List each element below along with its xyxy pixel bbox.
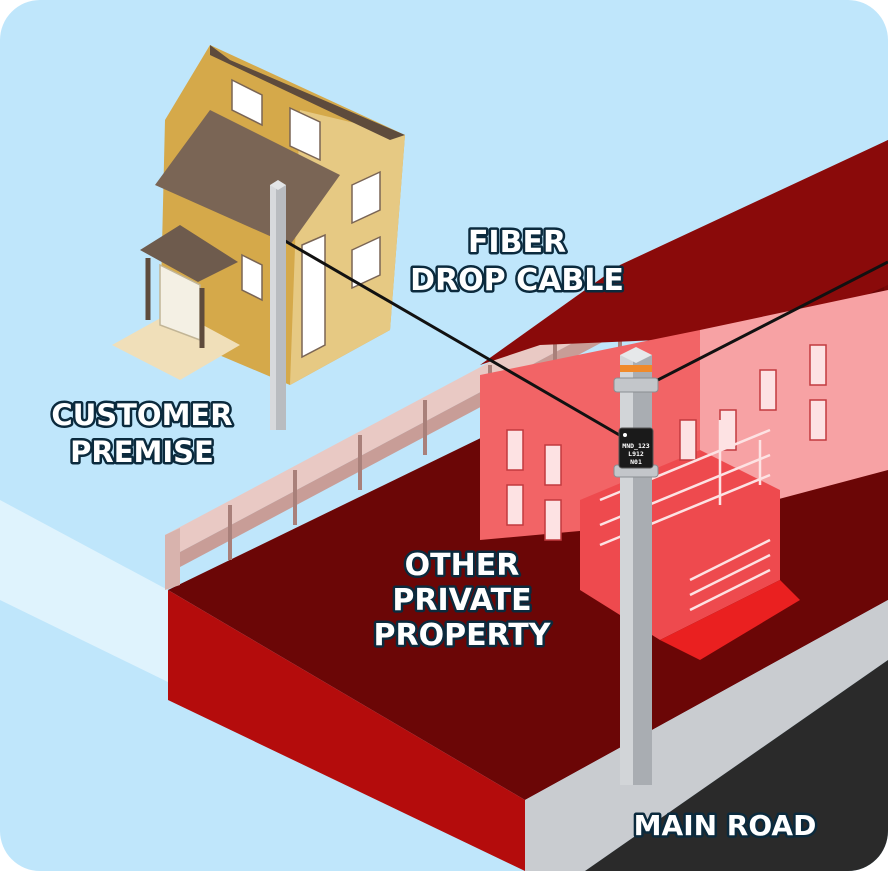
pole-tag: MND_123 L912 N01 — [619, 428, 653, 468]
customer-label-line-1: CUSTOMER — [51, 398, 232, 432]
pole-tag-line-3: N01 — [630, 458, 642, 466]
main-road-label: MAIN ROAD — [634, 809, 817, 842]
label-main-road: MAIN ROAD — [634, 809, 817, 842]
other-label-line-1: OTHER — [405, 548, 520, 583]
customer-pole — [270, 180, 286, 430]
pole-tag-line-2: L912 — [628, 450, 644, 458]
fiber-label-line-2: DROP CABLE — [410, 263, 624, 298]
pole-tag-line-1: MND_123 — [622, 442, 649, 450]
pole-band — [620, 365, 652, 372]
customer-label-line-2: PREMISE — [70, 435, 214, 469]
utility-pole: MND_123 L912 N01 — [614, 347, 658, 785]
fiber-label-line-1: FIBER — [468, 225, 566, 260]
other-label-line-3: PROPERTY — [373, 618, 551, 653]
other-label-line-2: PRIVATE — [392, 583, 531, 618]
tag-logo-icon — [623, 433, 627, 437]
